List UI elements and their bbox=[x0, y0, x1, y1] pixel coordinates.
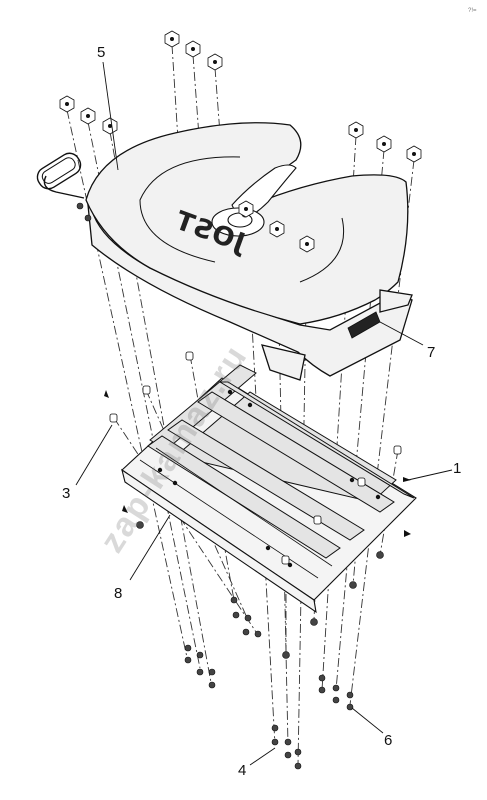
bolt-icon bbox=[109, 413, 118, 423]
hex-nut-icon bbox=[376, 135, 392, 153]
callout-5: 5 bbox=[97, 44, 105, 61]
bolt-icon bbox=[313, 515, 322, 525]
bolt-icon bbox=[142, 385, 151, 395]
callout-3: 3 bbox=[62, 485, 70, 502]
top-nuts bbox=[59, 30, 422, 253]
hex-nut-icon bbox=[80, 107, 96, 125]
bolt-icon bbox=[185, 351, 194, 361]
callout-4: 4 bbox=[238, 762, 246, 779]
bolt-icon bbox=[281, 555, 290, 565]
bolt-icon bbox=[357, 477, 366, 487]
hex-nut-icon bbox=[299, 235, 315, 253]
lower-nuts bbox=[136, 521, 384, 770]
hex-nut-icon bbox=[59, 95, 75, 113]
callouts: 5 3 1 7 8 6 4 bbox=[62, 44, 461, 779]
hex-nut-icon bbox=[164, 30, 180, 48]
bolt-icon bbox=[393, 445, 402, 455]
hex-nut-icon bbox=[269, 220, 285, 238]
hex-nut-icon bbox=[102, 117, 118, 135]
hex-nut-icon bbox=[238, 200, 254, 218]
hex-nut-icon bbox=[406, 145, 422, 163]
hex-nut-icon bbox=[348, 121, 364, 139]
hex-nut-icon bbox=[185, 40, 201, 58]
leader-lines bbox=[75, 61, 453, 766]
callout-8: 8 bbox=[114, 585, 122, 602]
callout-1: 1 bbox=[453, 460, 461, 477]
mounting-plate bbox=[104, 364, 417, 614]
hex-nut-icon bbox=[207, 53, 223, 71]
callout-7: 7 bbox=[427, 344, 435, 361]
plate-bolts bbox=[109, 351, 402, 565]
callout-6: 6 bbox=[384, 732, 392, 749]
corner-mark: ?!= bbox=[468, 8, 477, 14]
